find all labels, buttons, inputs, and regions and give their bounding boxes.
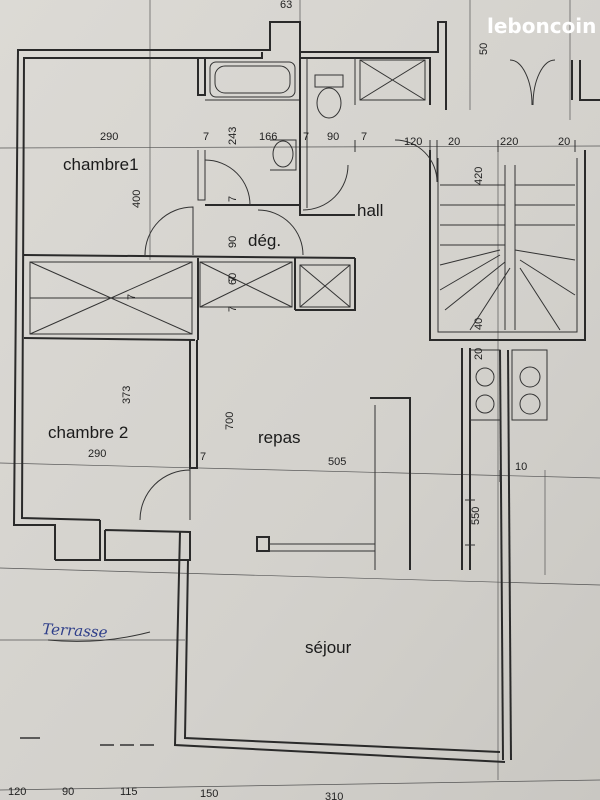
dim-top-50: 50	[478, 43, 490, 55]
dim-7-g: 7	[200, 451, 206, 463]
watermark-text: leboncoin	[487, 14, 596, 38]
dim-7-c: 7	[361, 131, 367, 143]
terrace-dashes	[20, 737, 160, 746]
dim-700: 700	[224, 412, 236, 430]
dim-7-b: 7	[303, 131, 309, 143]
dim-7-e: 7	[227, 276, 239, 282]
room-label-repas: repas	[258, 428, 301, 447]
dim-bottom-310: 310	[325, 791, 343, 800]
dim-bottom-120: 120	[8, 786, 26, 798]
dim-bottom-90: 90	[62, 786, 74, 798]
room-label-hall: hall	[357, 201, 383, 220]
dim-400: 400	[131, 190, 143, 208]
dim-40: 40	[473, 318, 485, 330]
room-label-sejour: séjour	[305, 638, 352, 657]
room-label-chambre1: chambre1	[63, 155, 139, 174]
dim-20-b: 20	[558, 136, 570, 148]
dim-7-a: 7	[203, 131, 209, 143]
dim-290-top: 290	[100, 131, 118, 143]
bathroom-fixtures	[209, 61, 344, 171]
dim-243: 243	[227, 127, 239, 145]
dim-20-c: 20	[473, 348, 485, 360]
dim-166: 166	[259, 131, 277, 143]
kitchen-fixtures	[469, 349, 548, 421]
staircase	[439, 165, 576, 331]
dim-7-h: 7	[126, 294, 138, 300]
dim-420: 420	[473, 167, 485, 185]
dim-220: 220	[500, 136, 518, 148]
room-label-chambre2: chambre 2	[48, 423, 128, 442]
dim-bottom-150: 150	[200, 788, 218, 800]
terrace-annotation: Terrasse	[42, 620, 108, 641]
closets	[29, 59, 426, 335]
dim-90-h: 90	[327, 131, 339, 143]
annotation-underline	[47, 631, 151, 642]
door-swings	[139, 59, 556, 521]
dim-90-v: 90	[227, 236, 239, 248]
dim-373: 373	[121, 386, 133, 404]
dim-7-d: 7	[227, 196, 239, 202]
dimension-ticks	[189, 140, 576, 546]
dim-120: 120	[404, 136, 422, 148]
dim-60: 60	[227, 273, 239, 285]
dim-top-63: 63	[280, 0, 292, 11]
dim-bottom-115: 115	[120, 786, 138, 798]
dim-505: 505	[328, 456, 346, 468]
dim-550: 550	[470, 507, 482, 525]
dim-20-a: 20	[448, 136, 460, 148]
room-label-deg: dég.	[248, 231, 281, 250]
dim-7-f: 7	[227, 306, 239, 312]
dim-290-mid: 290	[88, 448, 106, 460]
dim-10: 10	[515, 461, 527, 473]
